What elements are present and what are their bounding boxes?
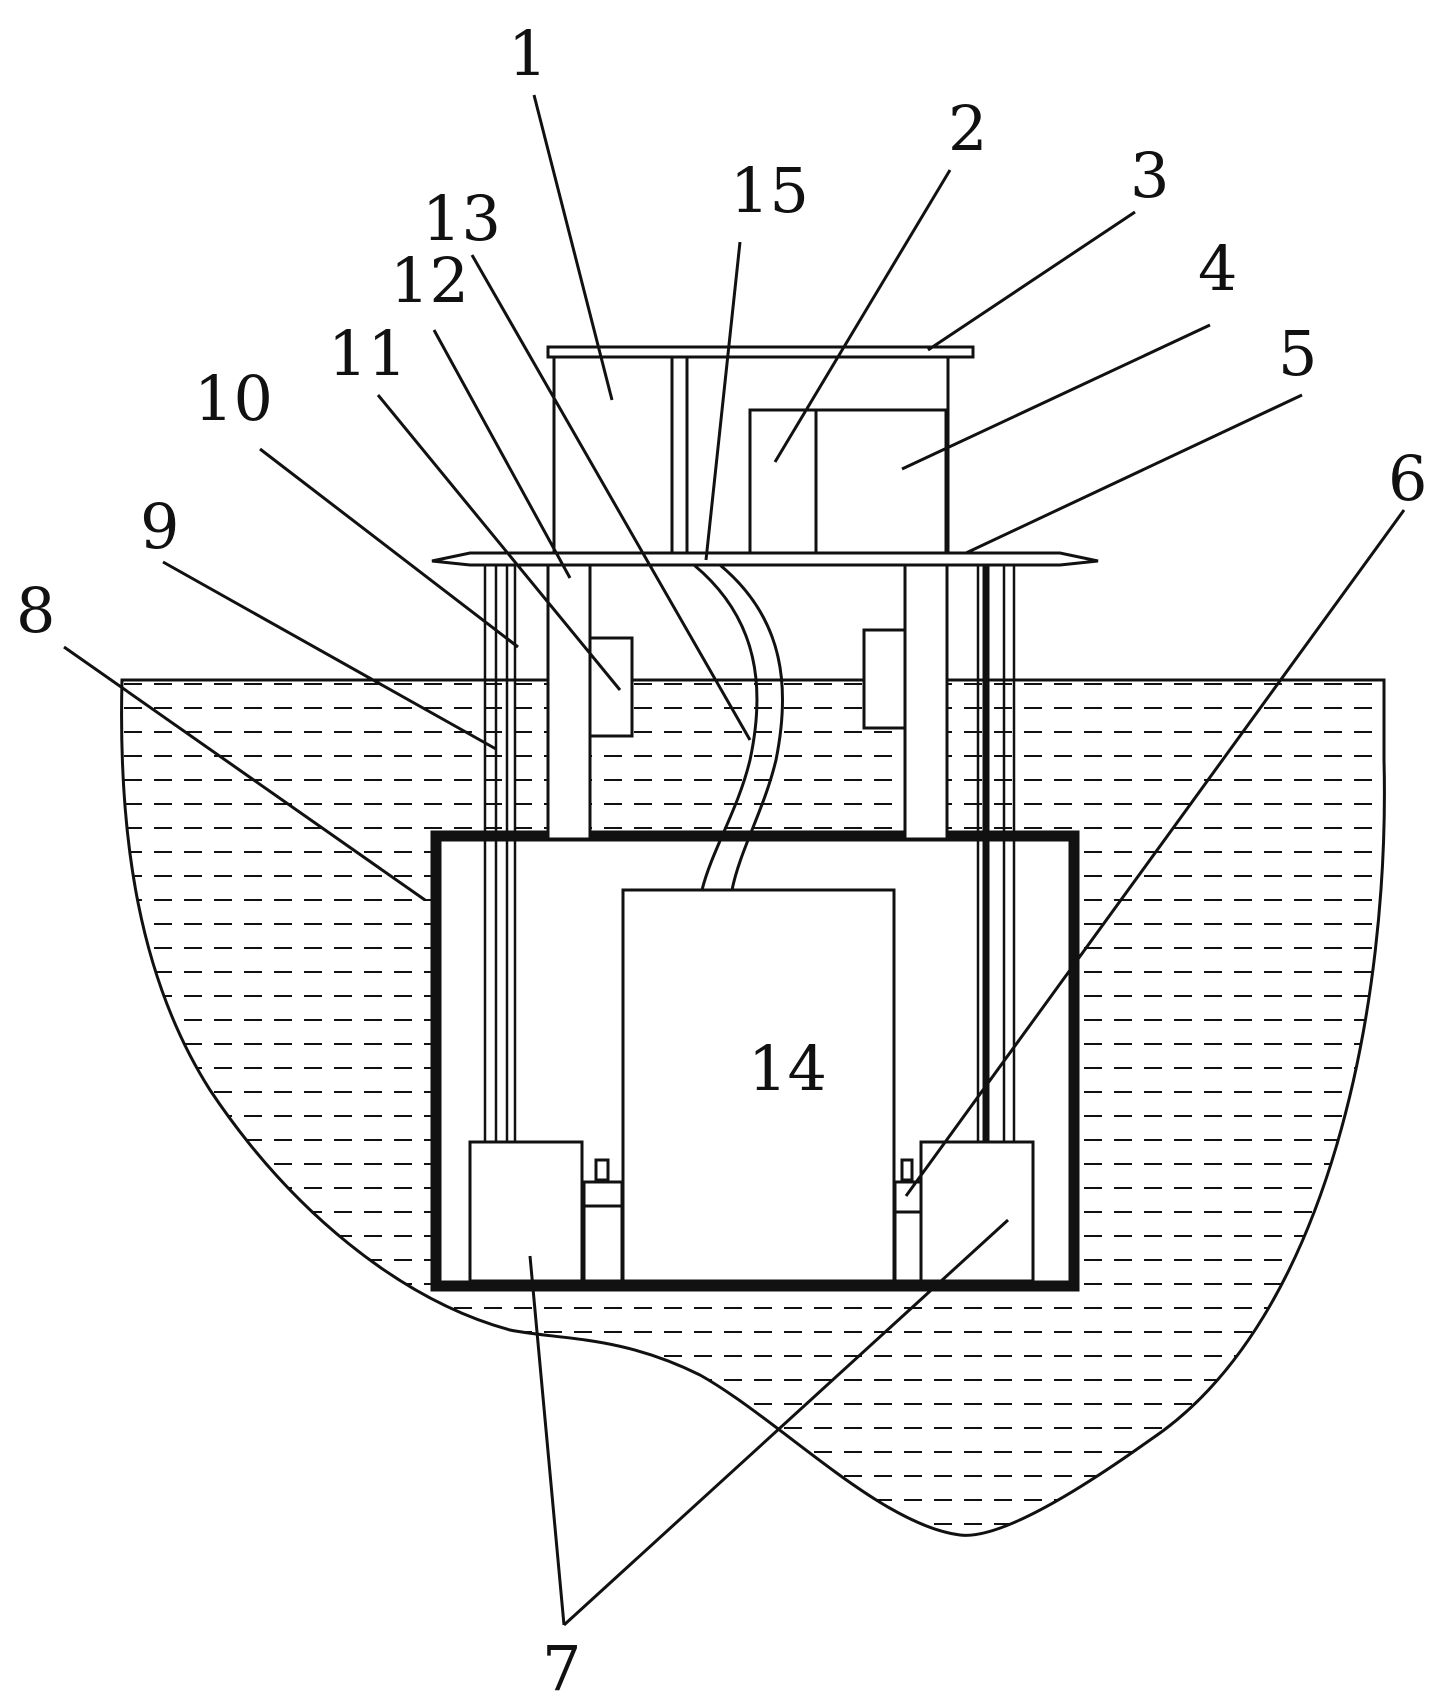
deck-plate	[431, 551, 1099, 567]
side-pad-left	[588, 636, 634, 738]
leader-lines	[63, 94, 1406, 1627]
connector-right	[893, 1180, 923, 1214]
bottom-block-left	[468, 1140, 584, 1283]
label-5: 5	[1278, 317, 1317, 390]
central-unit	[621, 888, 896, 1283]
label-2: 2	[948, 92, 987, 165]
connector-left-nub	[594, 1158, 610, 1182]
connector-right-nub	[900, 1158, 914, 1182]
label-6: 6	[1388, 442, 1427, 515]
label-9: 9	[140, 490, 179, 563]
flexible-pipe-outer	[693, 563, 759, 891]
label-15: 15	[730, 154, 809, 227]
connector-left-lower	[582, 1204, 624, 1283]
flexible-pipe-inner	[719, 563, 785, 891]
side-pad-right	[862, 628, 907, 730]
connector-right-lower	[893, 1210, 923, 1283]
label-13: 13	[422, 182, 501, 255]
bottom-block-right	[919, 1140, 1035, 1283]
equipment-box-4	[814, 408, 948, 555]
support-column-left	[546, 563, 592, 841]
label-1: 1	[508, 17, 547, 90]
label-8: 8	[16, 574, 55, 647]
label-14: 14	[748, 1032, 827, 1105]
label-11: 11	[328, 317, 407, 390]
support-column-right	[903, 563, 949, 841]
label-12: 12	[390, 244, 469, 317]
label-3: 3	[1130, 139, 1169, 212]
equipment-box-2	[748, 408, 818, 555]
label-4: 4	[1198, 232, 1237, 305]
label-7: 7	[542, 1632, 581, 1695]
label-10: 10	[194, 362, 273, 435]
connector-left	[582, 1180, 624, 1208]
